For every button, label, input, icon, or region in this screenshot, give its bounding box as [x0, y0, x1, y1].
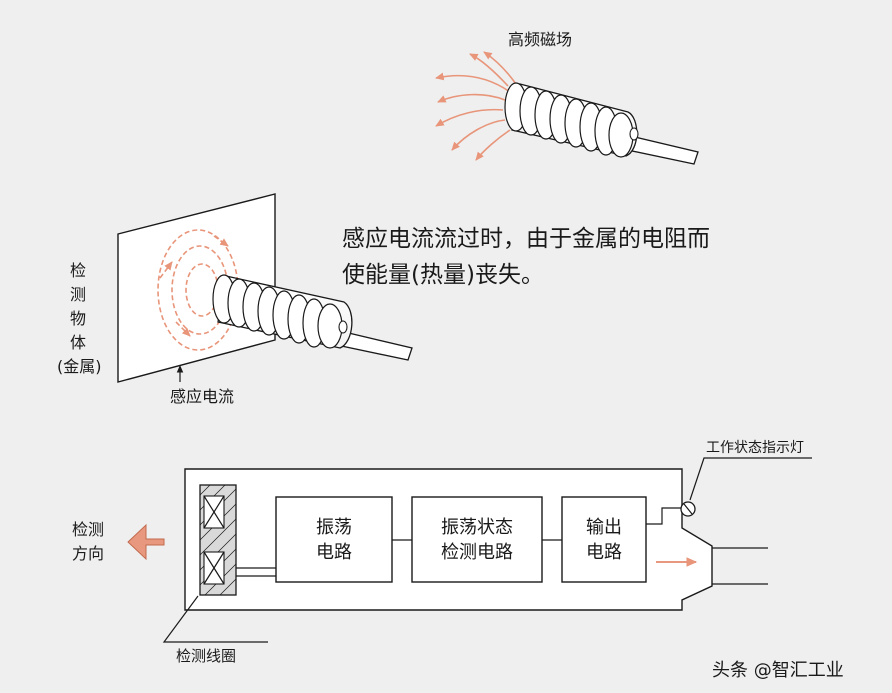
- oscillation-circuit-block: [275, 496, 393, 583]
- target-label-1: 检: [70, 261, 86, 280]
- output-circuit-block: [561, 496, 647, 583]
- target-label-2: 测: [70, 285, 86, 304]
- target-label-4: 体: [70, 333, 86, 352]
- detection-direction-label-2: 方向: [72, 544, 104, 563]
- detection-direction-label-1: 检测: [72, 520, 104, 539]
- block-diagram: 振荡 电路 振荡状态 检测电路 输出 电路 工作状态指示灯 检测 方向 检测线圈: [72, 440, 812, 665]
- coil-label: 检测线圈: [176, 647, 236, 665]
- oscillation-state-label-2: 检测电路: [441, 542, 513, 563]
- watermark-text: 头条 @智汇工业: [712, 660, 844, 681]
- top-sensor-illustration: 高频磁场: [435, 30, 699, 165]
- magnetic-field-arrows: [435, 51, 517, 161]
- explanation-line-1: 感应电流流过时，由于金属的电阻而: [342, 226, 710, 252]
- oscillation-state-label-1: 振荡状态: [441, 517, 513, 538]
- target-label-5: (金属): [57, 357, 102, 376]
- output-circuit-label-2: 电路: [586, 542, 622, 563]
- explanation-line-2: 使能量(热量)丧失。: [342, 262, 544, 288]
- detection-direction-arrow-icon: [127, 523, 165, 561]
- detection-coil: [199, 484, 237, 596]
- oscillation-circuit-label-2: 电路: [316, 542, 352, 563]
- hf-field-label: 高频磁场: [508, 30, 572, 49]
- indicator-lamp-label: 工作状态指示灯: [706, 440, 804, 456]
- oscillation-circuit-label-1: 振荡: [316, 517, 352, 538]
- eddy-current-label: 感应电流: [170, 387, 234, 406]
- oscillation-state-block: [411, 496, 543, 583]
- target-label-3: 物: [70, 309, 86, 328]
- target-illustration: 检 测 物 体 (金属) 感应电流: [57, 193, 413, 406]
- output-circuit-label-1: 输出: [586, 517, 622, 538]
